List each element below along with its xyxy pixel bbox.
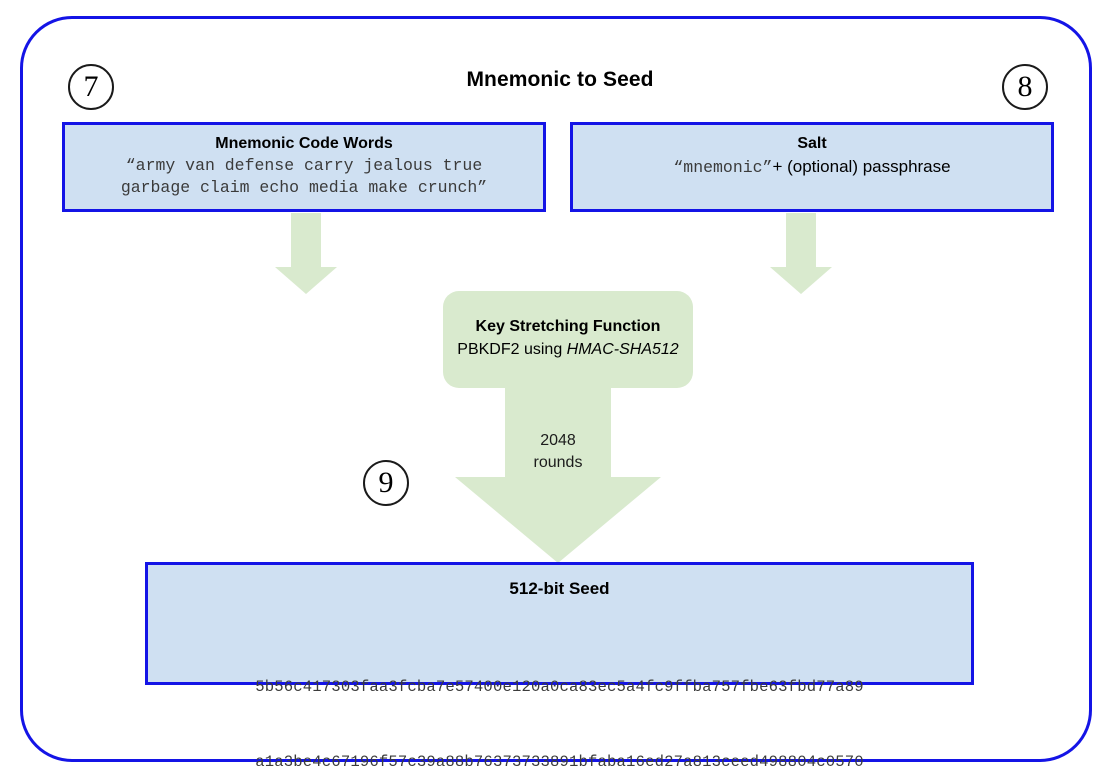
step-marker-7: 7 <box>68 64 114 110</box>
rounds-count: 2048 <box>540 432 576 449</box>
key-stretching-title: Key Stretching Function <box>475 318 661 335</box>
page-title: Mnemonic to Seed <box>466 68 654 91</box>
seed-hex-value: 5b56c417303faa3fcba7e57400e120a0ca83ec5a… <box>148 625 971 782</box>
key-stretching-algorithm: PBKDF2 using HMAC-SHA512 <box>443 339 693 361</box>
outer-frame-border <box>20 16 1092 762</box>
seed-box: 512-bit Seed 5b56c417303faa3fcba7e57400e… <box>145 562 974 771</box>
algorithm-prefix-text: PBKDF2 using <box>457 341 567 358</box>
key-stretching-function-box: Key Stretching Function PBKDF2 using HMA… <box>443 291 693 388</box>
mnemonic-box-title: Mnemonic Code Words <box>215 135 393 152</box>
salt-passphrase-text: (optional) passphrase <box>787 157 951 176</box>
salt-plus-sign: + <box>772 157 783 176</box>
seed-hex-line-1: 5b56c417303faa3fcba7e57400e120a0ca83ec5a… <box>255 678 864 696</box>
mnemonic-code-words-box: Mnemonic Code Words “army van defense ca… <box>62 122 546 212</box>
mnemonic-words-line-1: “army van defense carry jealous true <box>125 156 483 175</box>
step-marker-8: 8 <box>1002 64 1048 110</box>
seed-hex-line-2: a1a3be4c67196f57c39a88b76373733891bfaba1… <box>255 753 864 771</box>
mnemonic-words-text: “army van defense carry jealous true gar… <box>65 155 543 199</box>
mnemonic-words-line-2: garbage claim echo media make crunch” <box>120 178 488 197</box>
salt-formula: “mnemonic”+ (optional) passphrase <box>573 156 1051 179</box>
salt-literal-mnemonic: “mnemonic” <box>673 158 773 177</box>
algorithm-emphasis-text: HMAC-SHA512 <box>566 341 679 358</box>
rounds-word: rounds <box>533 454 583 471</box>
step-marker-9: 9 <box>363 460 409 506</box>
seed-box-title: 512-bit Seed <box>509 579 610 598</box>
salt-box-title: Salt <box>797 135 827 152</box>
salt-box: Salt “mnemonic”+ (optional) passphrase <box>570 122 1054 212</box>
rounds-label: 2048 rounds <box>505 430 611 474</box>
